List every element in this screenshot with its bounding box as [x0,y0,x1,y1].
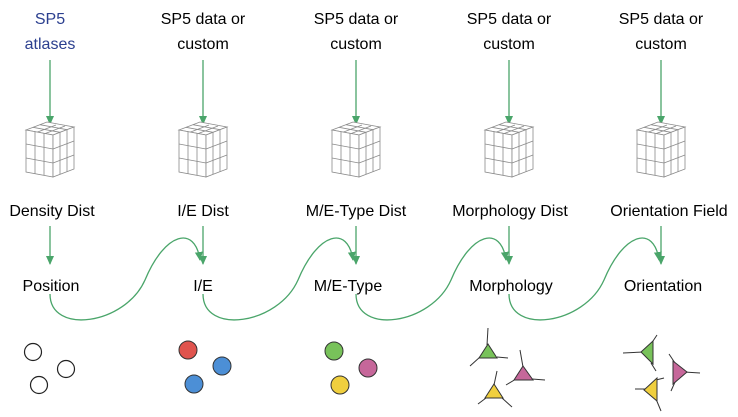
cell-circle [330,375,350,395]
dist-label: Morphology Dist [452,203,568,220]
source-label-line1: SP5 data or [467,11,552,28]
cell-circle [56,359,76,379]
cell-circle [178,340,198,360]
dist-label: I/E Dist [177,203,229,220]
neuron-glyph-icon [622,334,701,412]
voxel-cube-icon [636,121,686,178]
source-label-line1: SP5 data or [619,11,704,28]
stage-orientation: SP5 data or custom Orientation Field Ori… [610,11,728,412]
connector-arrow [49,237,203,321]
s-curve-connectors [49,237,662,321]
source-label-line2: atlases [25,36,76,53]
voxel-cube-icon [178,121,228,178]
step-label: Morphology [469,278,553,295]
cell-circle [29,375,49,395]
source-label-line2: custom [483,36,535,53]
dist-label: M/E-Type Dist [306,203,407,220]
step-label: M/E-Type [314,278,383,295]
source-label-line1: SP5 data or [161,11,246,28]
source-label-line2: custom [177,36,229,53]
connector-arrow [508,237,662,321]
source-label-line2: custom [330,36,382,53]
neuron-glyph-icon [324,341,378,395]
cell-circle [358,358,378,378]
step-label: I/E [193,278,213,295]
cell-circle [184,374,204,394]
connector-arrow [202,237,356,321]
cell-circle [23,342,43,362]
neuron-glyph-icon [469,327,546,408]
voxel-cube-icon [331,121,381,178]
source-label-line2: custom [635,36,687,53]
stage-position: SP5 atlases Density Dist Position [9,11,95,395]
step-label: Orientation [624,278,702,295]
step-label: Position [23,278,80,295]
voxel-cube-icon [25,121,75,178]
stage-morphology: SP5 data or custom Morphology Dist Morph… [452,11,568,408]
connector-arrow [355,237,509,321]
source-label-line1: SP5 data or [314,11,399,28]
cell-circle [212,356,232,376]
source-label-line1: SP5 [35,11,65,28]
cell-circle [324,341,344,361]
dist-label: Orientation Field [610,203,727,220]
stage-ie: SP5 data or custom I/E Dist I/E [161,11,246,394]
voxel-cube-icon [484,121,534,178]
stage-me-type: SP5 data or custom M/E-Type Dist M/E-Typ… [306,11,407,395]
neuron-glyph-icon [23,342,76,395]
dist-label: Density Dist [9,203,95,220]
neuron-glyph-icon [178,340,232,394]
